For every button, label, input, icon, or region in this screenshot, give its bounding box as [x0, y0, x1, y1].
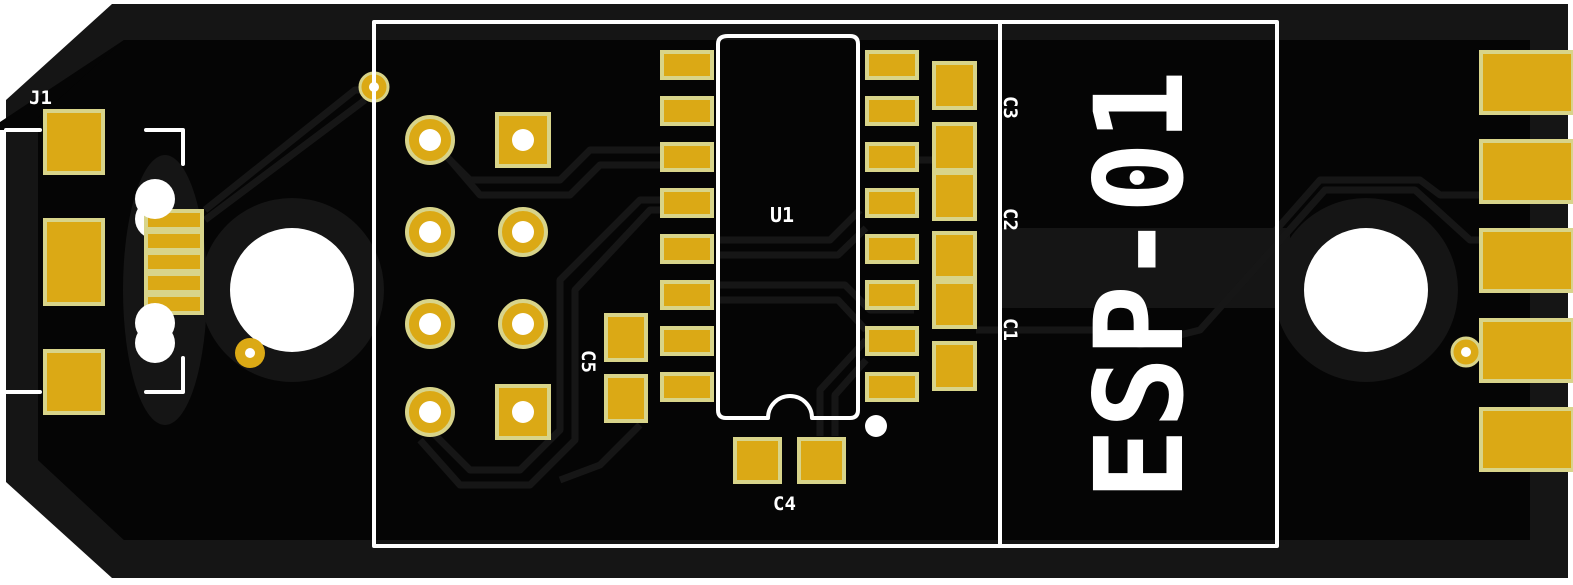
c1-label: C1	[999, 318, 1021, 341]
j1-pin-3	[144, 251, 204, 273]
j1-shield-pad-middle	[43, 218, 105, 306]
u1-pad-right	[865, 188, 919, 218]
header-pad-drill	[419, 313, 441, 335]
header-pad-drill	[419, 401, 441, 423]
j1-label: J1	[29, 87, 52, 109]
edge-pad	[1479, 228, 1573, 293]
header-pad-square	[495, 112, 551, 168]
u1-pad-right	[865, 326, 919, 356]
capacitors: C3 C2 C1 C5 C4	[577, 61, 1021, 515]
esp01-outline	[372, 20, 1279, 548]
c1-pad-1	[932, 231, 977, 280]
c2-label: C2	[999, 208, 1021, 231]
u1-pad-right	[865, 142, 919, 172]
header-pad-drill	[512, 401, 534, 423]
pin1-marker	[865, 415, 887, 437]
esp01-label: ESP-01	[1069, 70, 1211, 500]
u1-pad-right	[865, 280, 919, 310]
j1-pin-4	[144, 272, 204, 294]
c2-pad-2	[932, 171, 977, 221]
j1-shield-pad-top	[43, 109, 105, 175]
header-pad-drill	[419, 129, 441, 151]
j1-silk-bracket-top	[144, 128, 185, 166]
c4-pad-2	[797, 437, 846, 484]
u1-pad-left	[660, 50, 714, 80]
ic-u1: U1	[660, 34, 919, 437]
c5-pad-1	[604, 313, 648, 362]
c3-pad	[932, 61, 977, 110]
copper-pour	[0, 40, 1530, 540]
edge-connector	[1479, 50, 1573, 472]
header-pad-drill	[512, 313, 534, 335]
c5-pad-2	[604, 374, 648, 423]
mounting-hole-left	[230, 228, 354, 352]
c3-label: C3	[999, 96, 1021, 119]
j1-shield-pad-bottom	[43, 349, 105, 415]
c5-label: C5	[577, 350, 599, 373]
via-drill	[245, 348, 255, 358]
u1-label: U1	[770, 203, 794, 227]
connector-j1: J1	[4, 87, 204, 415]
c4-label: C4	[773, 493, 796, 515]
usb-hole-top-overlay	[135, 179, 175, 219]
edge-pad	[1479, 50, 1573, 115]
u1-pad-right	[865, 96, 919, 126]
mounting-hole-right	[1304, 228, 1428, 352]
u1-pad-left	[660, 280, 714, 310]
c2-pad-1	[932, 122, 977, 172]
u1-outline	[716, 34, 860, 420]
u1-pad-left	[660, 142, 714, 172]
edge-pad	[1479, 139, 1573, 204]
u1-pad-left	[660, 326, 714, 356]
header-pad-drill	[419, 221, 441, 243]
edge-pad	[1479, 318, 1573, 383]
u1-pad-left	[660, 96, 714, 126]
c4-pad-1	[733, 437, 782, 484]
u1-pad-right	[865, 372, 919, 402]
u1-pad-left	[660, 234, 714, 264]
u1-pad-left	[660, 188, 714, 218]
u1-pad-right	[865, 234, 919, 264]
via-drill	[1461, 347, 1471, 357]
u1-pad-right	[865, 50, 919, 80]
c1-pad-2	[932, 280, 977, 329]
esp-header	[405, 112, 551, 440]
j1-silk-bracket-bottom	[144, 356, 185, 394]
header-pad-drill	[512, 221, 534, 243]
pour-gap	[1000, 228, 1290, 308]
edge-pad	[1479, 407, 1573, 472]
usb-hole-bottom-overlay	[135, 303, 175, 343]
u1-pad-left	[660, 372, 714, 402]
c1-pad-3	[932, 341, 977, 391]
header-pad-drill	[512, 129, 534, 151]
j1-pin-2	[144, 230, 204, 252]
